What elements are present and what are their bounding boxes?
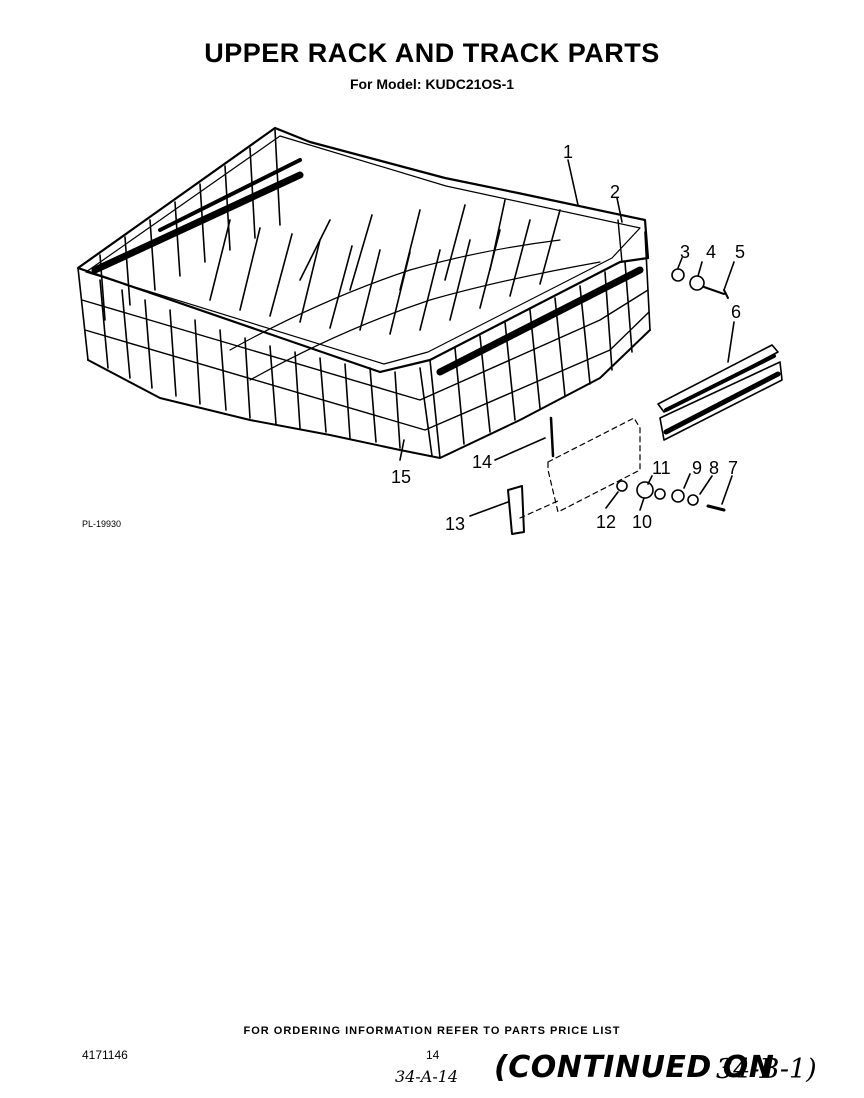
callout-9: 9 <box>692 458 702 478</box>
callout-12: 12 <box>596 512 616 532</box>
callout-8: 8 <box>709 458 719 478</box>
page-number: 14 <box>426 1048 440 1062</box>
part-14-pin <box>549 416 555 458</box>
ordering-info-note: FOR ORDERING INFORMATION REFER TO PARTS … <box>243 1025 621 1037</box>
callout-3: 3 <box>680 242 690 262</box>
part-13-stop <box>507 485 525 535</box>
part-12-cap <box>616 480 628 492</box>
handwritten-page-ref: 34-A-14 <box>395 1067 459 1086</box>
part-5-screw <box>703 286 729 299</box>
callout-4: 4 <box>706 242 716 262</box>
continued-page-ref: 34-B-1) <box>716 1054 817 1085</box>
model-subtitle: For Model: KUDC21OS-1 <box>349 76 515 92</box>
part-6-track <box>657 344 783 441</box>
callout-5: 5 <box>735 242 745 262</box>
part-9-washer <box>671 489 685 503</box>
part-4-washer <box>689 275 705 291</box>
continued-label: (CONTINUED ON <box>494 1050 775 1085</box>
callout-2: 2 <box>610 182 620 202</box>
callout-11: 11 <box>652 458 671 478</box>
plate-id: PL-19930 <box>82 519 122 529</box>
callout-15: 15 <box>391 467 411 487</box>
callout-13: 13 <box>445 514 465 534</box>
page-title: UPPER RACK AND TRACK PARTS <box>204 38 660 68</box>
part-7-screw <box>706 504 726 512</box>
part-3-nut <box>671 268 685 282</box>
part-8-bushing <box>687 494 699 506</box>
callout-7: 7 <box>728 458 738 478</box>
callout-14: 14 <box>472 452 492 472</box>
callout-1: 1 <box>563 142 573 162</box>
part-10-roller <box>636 481 654 499</box>
part-11-spacer <box>654 488 666 500</box>
callout-6: 6 <box>731 302 741 322</box>
upper-rack-illustration <box>76 126 651 459</box>
document-number: 4171146 <box>82 1048 128 1062</box>
callout-10: 10 <box>632 512 652 532</box>
track-outline-dashed <box>547 417 641 513</box>
exploded-parts-diagram: 1 2 3 4 5 6 7 8 9 10 11 12 13 14 15 <box>76 126 783 535</box>
